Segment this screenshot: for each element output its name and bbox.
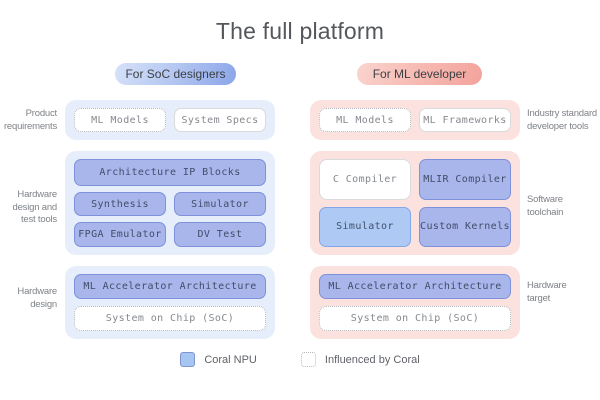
- c-compiler-box: C Compiler: [319, 159, 411, 200]
- label-line: design and: [12, 201, 58, 213]
- ml-ml-accelerator-box: ML Accelerator Architecture: [319, 274, 511, 299]
- soc-simulator-box: Simulator: [174, 191, 266, 217]
- soc-ml-models-box: ML Models: [74, 108, 166, 132]
- legend-label: Coral NPU: [204, 353, 257, 366]
- label-line: design: [30, 298, 57, 310]
- architecture-ip-blocks-box: Architecture IP Blocks: [74, 159, 266, 186]
- page-title: The full platform: [215, 18, 385, 44]
- ml-toolchain-panel: C Compiler MLIR Compiler Simulator Custo…: [310, 151, 520, 255]
- label-line: target: [527, 292, 551, 304]
- label-line: Industry standard: [527, 108, 598, 119]
- legend-item-coral-npu: Coral NPU: [180, 352, 257, 367]
- legend-label: Influenced by Coral: [324, 353, 420, 366]
- row-label-hardware-target: Hardware target: [527, 280, 600, 305]
- soc-system-specs-box: System Specs: [174, 108, 266, 132]
- ml-system-on-chip-box: System on Chip (SoC): [319, 306, 511, 331]
- ml-hardware-target-panel: ML Accelerator Architecture System on Ch…: [310, 266, 520, 339]
- label-line: developer tools: [527, 120, 589, 132]
- row-label-software-toolchain: Software toolchain: [527, 194, 600, 219]
- fpga-emulator-box: FPGA Emulator: [74, 222, 166, 248]
- soc-requirements-panel: ML Models System Specs: [65, 100, 275, 140]
- row-label-industry-standard-tools: Industry standard developer tools: [527, 108, 600, 133]
- row-label-hardware-design-test-tools: Hardware design and test tools: [0, 189, 58, 227]
- dv-test-box: DV Test: [174, 222, 266, 248]
- label-line: Product: [25, 108, 58, 119]
- legend: Coral NPU Influenced by Coral: [0, 352, 600, 367]
- synthesis-box: Synthesis: [74, 191, 166, 217]
- label-line: toolchain: [527, 206, 564, 218]
- mlir-compiler-box: MLIR Compiler: [419, 159, 511, 200]
- label-line: Hardware: [17, 286, 57, 297]
- label-line: requirements: [3, 120, 57, 132]
- label-line: Hardware: [527, 280, 567, 291]
- label-line: Hardware: [17, 189, 57, 200]
- label-line: test tools: [20, 214, 57, 226]
- row-label-product-requirements: Product requirements: [0, 108, 57, 133]
- ml-ml-models-box: ML Models: [319, 108, 411, 132]
- influenced-swatch-icon: [300, 352, 316, 367]
- soc-system-on-chip-box: System on Chip (SoC): [74, 306, 266, 331]
- label-line: Software: [527, 194, 563, 205]
- soc-designers-pill: For SoC designers: [115, 63, 236, 85]
- soc-hardware-design-panel: ML Accelerator Architecture System on Ch…: [65, 266, 275, 339]
- row-label-hardware-design: Hardware design: [0, 286, 57, 311]
- soc-tools-panel: Architecture IP Blocks Synthesis Simulat…: [65, 151, 275, 255]
- ml-developer-pill: For ML developer: [357, 63, 482, 85]
- soc-ml-accelerator-box: ML Accelerator Architecture: [74, 274, 266, 299]
- coral-npu-swatch-icon: [180, 352, 196, 367]
- custom-kernels-box: Custom Kernels: [419, 206, 511, 247]
- legend-item-influenced: Influenced by Coral: [300, 352, 420, 367]
- ml-requirements-panel: ML Models ML Frameworks: [310, 100, 520, 140]
- ml-simulator-box: Simulator: [319, 206, 411, 247]
- ml-frameworks-box: ML Frameworks: [419, 108, 511, 132]
